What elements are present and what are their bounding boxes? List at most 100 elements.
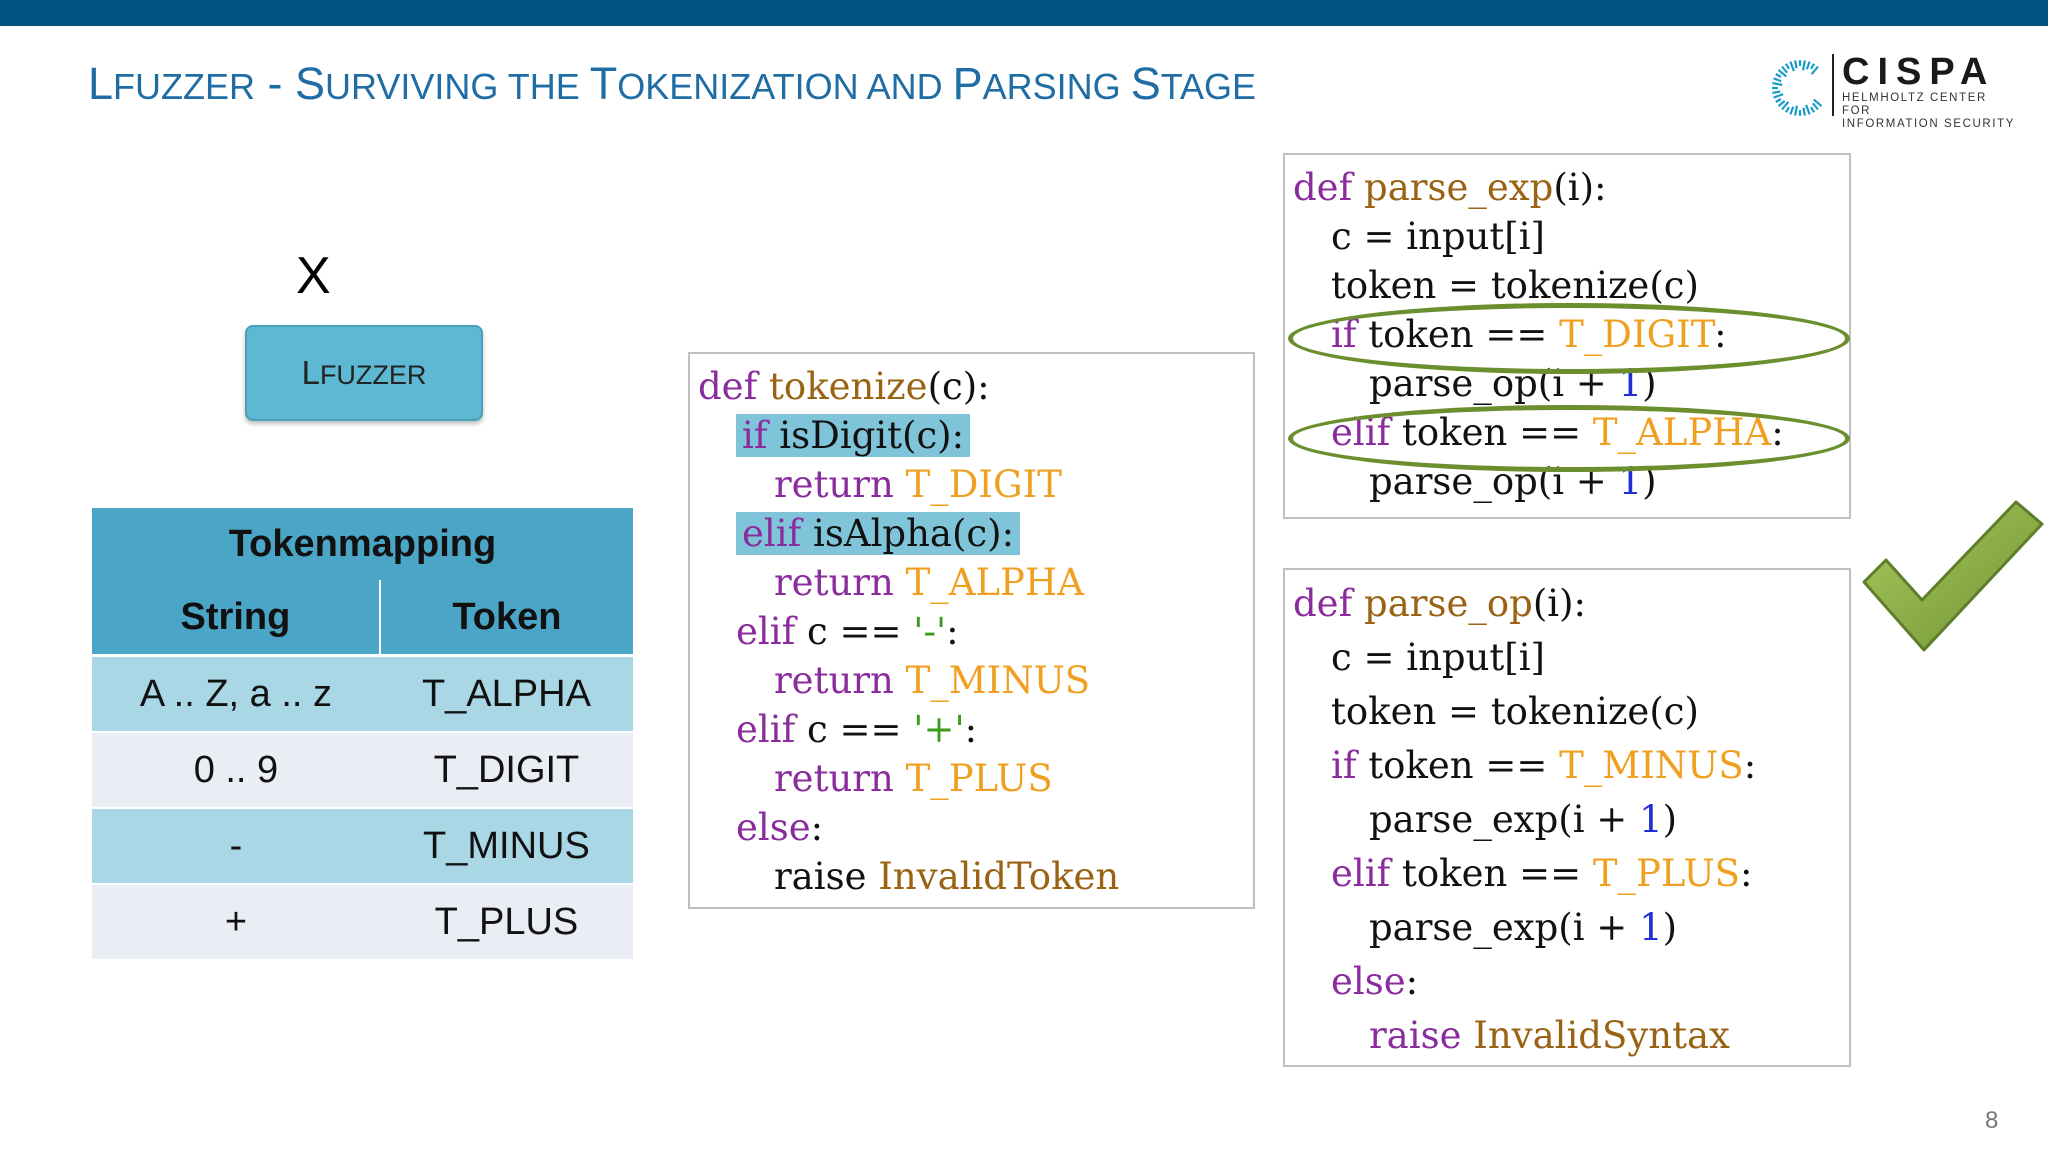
highlight-ellipse-alpha [1288,405,1850,472]
token-mapping-table: Tokenmapping String Token A .. Z, a .. z… [92,508,633,961]
title-part: TAGE [1160,66,1257,107]
code-token: else [736,806,811,849]
code-line: c = input[i] [1331,634,1545,682]
code-token: : [1405,960,1419,1003]
table-row: - T_MINUS [92,808,633,885]
code-token: ) [1642,362,1657,405]
code-line: def parse_exp(i): [1293,164,1606,212]
code-line: elif c == '+': [736,706,977,754]
code-line: elif isAlpha(c): [736,510,1021,558]
title-part: - S [255,58,326,109]
code-line: return T_DIGIT [774,461,1062,509]
code-token: token = tokenize(c) [1331,690,1699,733]
code-token: parse_op [1364,582,1533,625]
code-token: ) [1662,906,1678,949]
code-token: '+' [913,708,965,751]
code-token: isDigit(c): [779,414,965,457]
code-token: c = input[i] [1331,215,1545,258]
code-token: T_PLUS [905,757,1053,800]
code-line: elif c == '-': [736,608,959,656]
slide-title: LFUZZER - SURVIVING THE TOKENIZATION AND… [88,58,1256,110]
code-token: return [774,659,906,702]
code-token: if [1331,744,1369,787]
code-token: c = input[i] [1331,636,1545,679]
code-line: else: [736,804,823,852]
code-token: elif [736,610,808,653]
page-number: 8 [1985,1107,1999,1134]
title-part: URVIVING THE [325,66,590,107]
code-token: if [742,414,780,457]
code-token: InvalidSyntax [1473,1014,1730,1057]
cell-token: T_DIGIT [379,732,633,809]
title-part: P [952,58,983,109]
column-header-string: String [92,580,380,656]
code-token: def [1293,166,1365,209]
code-token: elif [736,708,808,751]
cispa-emblem-icon [1772,60,1823,116]
code-token: else [1331,960,1406,1003]
title-part: ARSING [982,66,1131,107]
code-token: parse_exp(i + [1369,906,1640,949]
code-token: : [964,708,978,751]
code-token: : [946,610,959,653]
code-line: raise InvalidToken [774,853,1119,901]
code-token: return [774,561,906,604]
code-token: ) [1642,460,1657,503]
code-line: else: [1331,958,1418,1006]
code-token: elif [1331,852,1403,895]
code-token: '-' [913,610,947,653]
cell-token: T_MINUS [379,808,633,885]
cell-string: + [92,884,380,961]
code-token: parse_exp [1364,166,1554,209]
title-part: S [1130,58,1161,109]
code-line: c = input[i] [1331,213,1545,261]
code-token: token = tokenize(c) [1331,264,1699,307]
code-token: ) [1662,798,1678,841]
code-token: : [1743,744,1757,787]
code-token: T_MINUS [1559,744,1744,787]
code-token: InvalidToken [878,855,1120,898]
cell-string: 0 .. 9 [92,732,380,809]
code-line: raise InvalidSyntax [1369,1012,1730,1060]
code-token: T_PLUS [1592,852,1741,895]
code-line: def tokenize(c): [698,363,990,411]
title-part: T [589,58,618,109]
code-token: T_MINUS [905,659,1091,702]
code-token: 1 [1639,798,1663,841]
code-line: if isDigit(c): [736,412,971,460]
highlight-ellipse-digit [1288,303,1850,374]
code-box-tokenize: def tokenize(c):if isDigit(c):return T_D… [688,352,1255,909]
lfuzzer-box[interactable]: LFUZZER [245,325,483,421]
cell-token: T_ALPHA [379,654,633,733]
lfuzzer-label: LFUZZER [301,354,427,391]
code-token: elif [742,512,814,555]
code-token: : [810,806,824,849]
code-token: : [1740,852,1753,895]
code-token: raise [1369,1014,1474,1057]
code-line: parse_exp(i + 1) [1369,796,1677,844]
cell-string: A .. Z, a .. z [92,654,380,733]
code-line: return T_PLUS [774,755,1053,803]
code-line: if token == T_MINUS: [1331,742,1756,790]
column-header-token: Token [378,580,633,656]
code-token: raise [774,855,879,898]
code-token: c == [807,610,914,653]
top-accent-bar [0,0,2048,26]
title-part: L [88,58,114,109]
code-token: return [774,757,906,800]
table-title: Tokenmapping [92,508,633,580]
code-line: parse_exp(i + 1) [1369,904,1677,952]
cell-string: - [92,808,380,885]
code-token: parse_exp(i + [1369,798,1640,841]
cispa-logo: CISPA HELMHOLTZ CENTER FOR INFORMATION S… [1768,50,2018,130]
code-token: token == [1402,852,1593,895]
table-row: 0 .. 9 T_DIGIT [92,732,633,809]
code-token: (i): [1532,582,1586,625]
code-token: isAlpha(c): [813,512,1015,555]
code-line: token = tokenize(c) [1331,262,1699,310]
code-line: def parse_op(i): [1293,580,1586,628]
code-token: (c): [927,365,990,408]
code-token: T_DIGIT [905,463,1062,506]
code-token: def [1293,582,1365,625]
code-line: elif token == T_PLUS: [1331,850,1752,898]
